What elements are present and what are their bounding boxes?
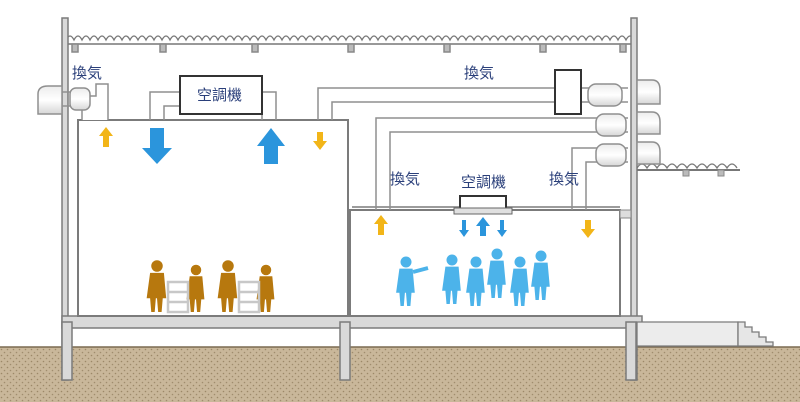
label-ventilation-right-top: 換気 [464,64,495,82]
canopy [636,163,740,177]
aircon-unit-mid [453,195,513,215]
label-ventilation-mid-right: 換気 [549,170,580,188]
ground [0,347,800,402]
roof-corrugated [65,35,635,42]
exhaust-fan-box [554,69,582,115]
aircon-unit-top [179,75,263,115]
roof-purlins [71,43,627,53]
label-aircon-top: 空調機 [197,86,243,104]
right-vent-hoods [587,79,661,167]
building-structure [61,17,643,381]
exterior-stairs [636,321,774,347]
left-room [77,119,349,317]
carts [166,280,261,314]
label-aircon-mid: 空調機 [461,173,507,191]
label-ventilation-mid-left: 換気 [390,170,421,188]
left-vent-hood-icon [37,85,91,115]
exhaust-arrows [99,127,595,238]
label-ventilation-left: 換気 [72,64,103,82]
supply-arrows [142,128,507,237]
